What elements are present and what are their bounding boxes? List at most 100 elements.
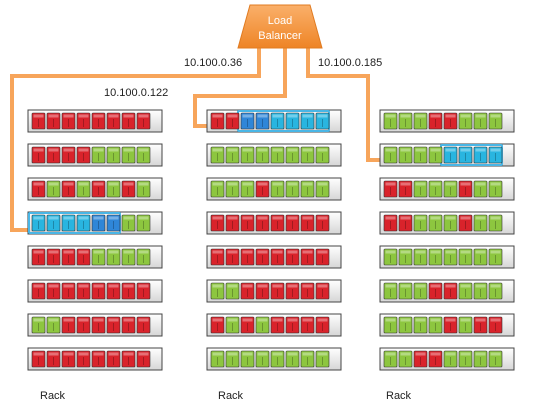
server-slot[interactable]	[225, 248, 240, 266]
server-slot[interactable]	[240, 350, 255, 368]
server-slot[interactable]	[46, 180, 61, 198]
server-slot[interactable]	[255, 146, 270, 164]
server-slot[interactable]	[46, 214, 61, 232]
server-slot[interactable]	[413, 214, 428, 232]
server-slot[interactable]	[225, 282, 240, 300]
server-slot[interactable]	[255, 350, 270, 368]
server-slot[interactable]	[46, 248, 61, 266]
server-slot[interactable]	[398, 350, 413, 368]
server-slot[interactable]	[76, 248, 91, 266]
server-slot[interactable]	[61, 146, 76, 164]
server-slot[interactable]	[106, 350, 121, 368]
server-slot[interactable]	[76, 180, 91, 198]
server-slot[interactable]	[413, 112, 428, 130]
server-slot[interactable]	[443, 112, 458, 130]
server-slot[interactable]	[488, 146, 503, 164]
server-slot[interactable]	[136, 180, 151, 198]
server-slot[interactable]	[210, 214, 225, 232]
server-slot[interactable]	[398, 282, 413, 300]
server-slot[interactable]	[31, 316, 46, 334]
server-slot[interactable]	[225, 214, 240, 232]
load-balancer-shape[interactable]	[237, 4, 323, 49]
server-slot[interactable]	[61, 248, 76, 266]
server-slot[interactable]	[31, 282, 46, 300]
server-slot[interactable]	[443, 248, 458, 266]
server-slot[interactable]	[473, 112, 488, 130]
server-slot[interactable]	[473, 316, 488, 334]
server-slot[interactable]	[473, 350, 488, 368]
server-slot[interactable]	[91, 146, 106, 164]
server-slot[interactable]	[240, 214, 255, 232]
server-slot[interactable]	[46, 316, 61, 334]
server-slot[interactable]	[121, 282, 136, 300]
server-slot[interactable]	[91, 180, 106, 198]
server-slot[interactable]	[315, 350, 330, 368]
server-slot[interactable]	[443, 316, 458, 334]
server-slot[interactable]	[428, 214, 443, 232]
server-slot[interactable]	[315, 180, 330, 198]
server-slot[interactable]	[76, 146, 91, 164]
server-slot[interactable]	[285, 146, 300, 164]
server-slot[interactable]	[443, 146, 458, 164]
server-slot[interactable]	[458, 282, 473, 300]
server-slot[interactable]	[285, 214, 300, 232]
server-slot[interactable]	[106, 214, 121, 232]
server-slot[interactable]	[473, 180, 488, 198]
server-slot[interactable]	[473, 248, 488, 266]
server-slot[interactable]	[428, 180, 443, 198]
server-slot[interactable]	[473, 146, 488, 164]
server-slot[interactable]	[458, 214, 473, 232]
server-slot[interactable]	[398, 248, 413, 266]
server-slot[interactable]	[285, 350, 300, 368]
server-slot[interactable]	[225, 180, 240, 198]
server-slot[interactable]	[315, 112, 330, 130]
server-slot[interactable]	[225, 350, 240, 368]
server-slot[interactable]	[31, 180, 46, 198]
server-slot[interactable]	[136, 282, 151, 300]
server-slot[interactable]	[136, 316, 151, 334]
server-slot[interactable]	[428, 316, 443, 334]
server-slot[interactable]	[121, 248, 136, 266]
server-slot[interactable]	[76, 282, 91, 300]
server-slot[interactable]	[255, 112, 270, 130]
server-slot[interactable]	[398, 112, 413, 130]
server-slot[interactable]	[458, 112, 473, 130]
server-slot[interactable]	[443, 282, 458, 300]
server-slot[interactable]	[210, 282, 225, 300]
server-slot[interactable]	[255, 180, 270, 198]
server-slot[interactable]	[91, 316, 106, 334]
server-slot[interactable]	[106, 112, 121, 130]
server-slot[interactable]	[31, 214, 46, 232]
server-slot[interactable]	[136, 214, 151, 232]
server-slot[interactable]	[285, 112, 300, 130]
server-slot[interactable]	[270, 248, 285, 266]
server-slot[interactable]	[413, 146, 428, 164]
server-slot[interactable]	[91, 112, 106, 130]
server-slot[interactable]	[76, 112, 91, 130]
server-slot[interactable]	[240, 316, 255, 334]
server-slot[interactable]	[61, 282, 76, 300]
server-slot[interactable]	[383, 282, 398, 300]
server-slot[interactable]	[61, 112, 76, 130]
server-slot[interactable]	[46, 112, 61, 130]
server-slot[interactable]	[413, 316, 428, 334]
server-slot[interactable]	[210, 180, 225, 198]
server-slot[interactable]	[121, 180, 136, 198]
server-slot[interactable]	[270, 180, 285, 198]
server-slot[interactable]	[285, 180, 300, 198]
server-slot[interactable]	[300, 214, 315, 232]
server-slot[interactable]	[383, 316, 398, 334]
server-slot[interactable]	[458, 248, 473, 266]
server-slot[interactable]	[285, 282, 300, 300]
server-slot[interactable]	[413, 248, 428, 266]
server-slot[interactable]	[76, 350, 91, 368]
server-slot[interactable]	[315, 146, 330, 164]
server-slot[interactable]	[255, 248, 270, 266]
server-slot[interactable]	[46, 350, 61, 368]
server-slot[interactable]	[210, 350, 225, 368]
server-slot[interactable]	[240, 282, 255, 300]
server-slot[interactable]	[300, 180, 315, 198]
server-slot[interactable]	[31, 146, 46, 164]
server-slot[interactable]	[240, 146, 255, 164]
server-slot[interactable]	[61, 214, 76, 232]
